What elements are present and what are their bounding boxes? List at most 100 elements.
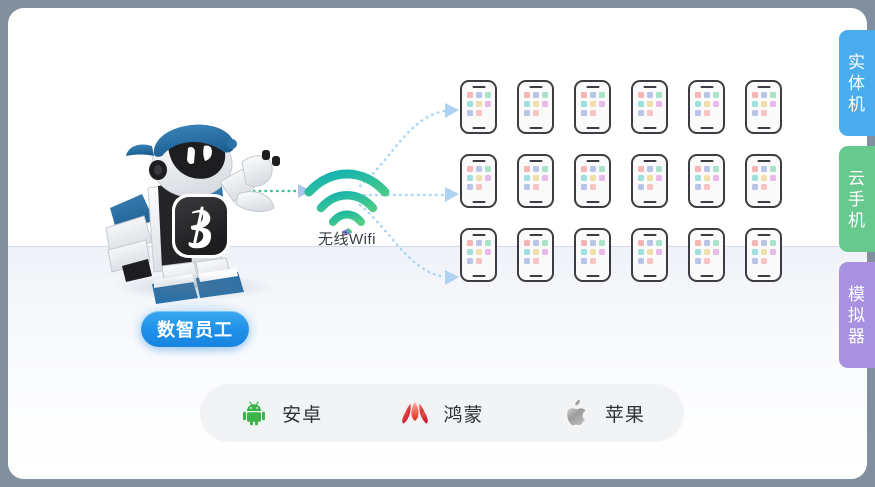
- phone-app-grid: [466, 166, 491, 190]
- side-tab-char: 模: [848, 284, 866, 304]
- phone-speaker-icon: [529, 233, 542, 236]
- phone-device[interactable]: [460, 154, 497, 208]
- phone-app-grid: [751, 166, 776, 190]
- phone-device[interactable]: [574, 228, 611, 282]
- phone-app-grid: [694, 166, 719, 190]
- side-tab-char: 器: [848, 326, 866, 346]
- phone-device[interactable]: [517, 228, 554, 282]
- phone-home-bar-icon: [757, 274, 770, 277]
- phone-app-grid: [694, 92, 719, 116]
- phone-app-grid: [523, 240, 548, 264]
- phone-device[interactable]: [574, 80, 611, 134]
- phone-speaker-icon: [586, 159, 599, 162]
- phone-speaker-icon: [757, 233, 770, 236]
- phone-home-bar-icon: [757, 200, 770, 203]
- phone-speaker-icon: [700, 233, 713, 236]
- side-tab-emulator[interactable]: 模 拟 器: [839, 262, 875, 368]
- phone-app-grid: [637, 92, 662, 116]
- phone-home-bar-icon: [643, 200, 656, 203]
- device-row: [460, 228, 782, 282]
- side-tab-cloud-phone[interactable]: 云 手 机: [839, 146, 875, 252]
- phone-speaker-icon: [643, 233, 656, 236]
- phone-device[interactable]: [460, 80, 497, 134]
- phone-app-grid: [523, 166, 548, 190]
- phone-app-grid: [637, 166, 662, 190]
- phone-home-bar-icon: [586, 274, 599, 277]
- phone-home-bar-icon: [472, 200, 485, 203]
- phone-speaker-icon: [586, 233, 599, 236]
- arrow-row-2: [445, 187, 459, 202]
- phone-device[interactable]: [631, 228, 668, 282]
- phone-app-grid: [580, 166, 605, 190]
- phone-home-bar-icon: [643, 274, 656, 277]
- os-item-harmony[interactable]: 鸿蒙: [361, 398, 522, 428]
- os-label-apple: 苹果: [604, 404, 645, 426]
- phone-device[interactable]: [745, 80, 782, 134]
- os-item-android[interactable]: 安卓: [200, 398, 361, 428]
- phone-device[interactable]: [631, 154, 668, 208]
- apple-icon: [562, 398, 592, 428]
- phone-home-bar-icon: [529, 126, 542, 129]
- phone-home-bar-icon: [700, 274, 713, 277]
- os-label-harmony: 鸿蒙: [443, 404, 484, 426]
- side-tab-char: 机: [848, 210, 866, 230]
- phone-app-grid: [466, 240, 491, 264]
- phone-speaker-icon: [700, 159, 713, 162]
- phone-speaker-icon: [529, 159, 542, 162]
- phone-app-grid: [580, 240, 605, 264]
- side-tab-char: 体: [848, 73, 866, 93]
- phone-device[interactable]: [745, 154, 782, 208]
- digital-employee-badge[interactable]: 数智员工: [141, 311, 249, 347]
- wifi-label: 无线Wifi: [318, 231, 376, 248]
- phone-speaker-icon: [472, 159, 485, 162]
- device-grid: [460, 80, 782, 302]
- device-row: [460, 80, 782, 134]
- os-support-bar: 安卓: [200, 384, 684, 442]
- phone-speaker-icon: [586, 85, 599, 88]
- phone-app-grid: [637, 240, 662, 264]
- phone-app-grid: [466, 92, 491, 116]
- phone-home-bar-icon: [700, 126, 713, 129]
- side-tab-physical-device[interactable]: 实 体 机: [839, 30, 875, 136]
- side-tab-char: 手: [848, 189, 866, 209]
- phone-home-bar-icon: [586, 200, 599, 203]
- os-item-apple[interactable]: 苹果: [523, 398, 684, 428]
- phone-device[interactable]: [688, 228, 725, 282]
- phone-home-bar-icon: [529, 200, 542, 203]
- phone-app-grid: [751, 92, 776, 116]
- os-label-android: 安卓: [282, 404, 323, 426]
- phone-speaker-icon: [757, 159, 770, 162]
- phone-home-bar-icon: [757, 126, 770, 129]
- phone-device[interactable]: [631, 80, 668, 134]
- side-tab-char: 机: [848, 94, 866, 114]
- android-icon: [239, 398, 269, 428]
- phone-device[interactable]: [517, 80, 554, 134]
- phone-home-bar-icon: [529, 274, 542, 277]
- side-tab-char: 云: [848, 168, 866, 188]
- phone-device[interactable]: [745, 228, 782, 282]
- robot-shadow: [114, 274, 274, 300]
- phone-speaker-icon: [643, 159, 656, 162]
- digital-employee-robot: [96, 116, 286, 316]
- phone-speaker-icon: [643, 85, 656, 88]
- phone-home-bar-icon: [472, 126, 485, 129]
- phone-app-grid: [580, 92, 605, 116]
- phone-device[interactable]: [574, 154, 611, 208]
- phone-home-bar-icon: [472, 274, 485, 277]
- phone-home-bar-icon: [586, 126, 599, 129]
- phone-speaker-icon: [700, 85, 713, 88]
- phone-device[interactable]: [688, 154, 725, 208]
- side-tab-char: 拟: [848, 305, 866, 325]
- arrow-row-1: [445, 103, 459, 118]
- phone-device[interactable]: [460, 228, 497, 282]
- side-tab-char: 实: [848, 52, 866, 72]
- phone-device[interactable]: [688, 80, 725, 134]
- phone-app-grid: [694, 240, 719, 264]
- phone-home-bar-icon: [643, 126, 656, 129]
- main-card: 数智员工 无线Wifi: [8, 8, 867, 479]
- device-row: [460, 154, 782, 208]
- phone-app-grid: [751, 240, 776, 264]
- phone-device[interactable]: [517, 154, 554, 208]
- huawei-harmony-icon: [400, 398, 430, 428]
